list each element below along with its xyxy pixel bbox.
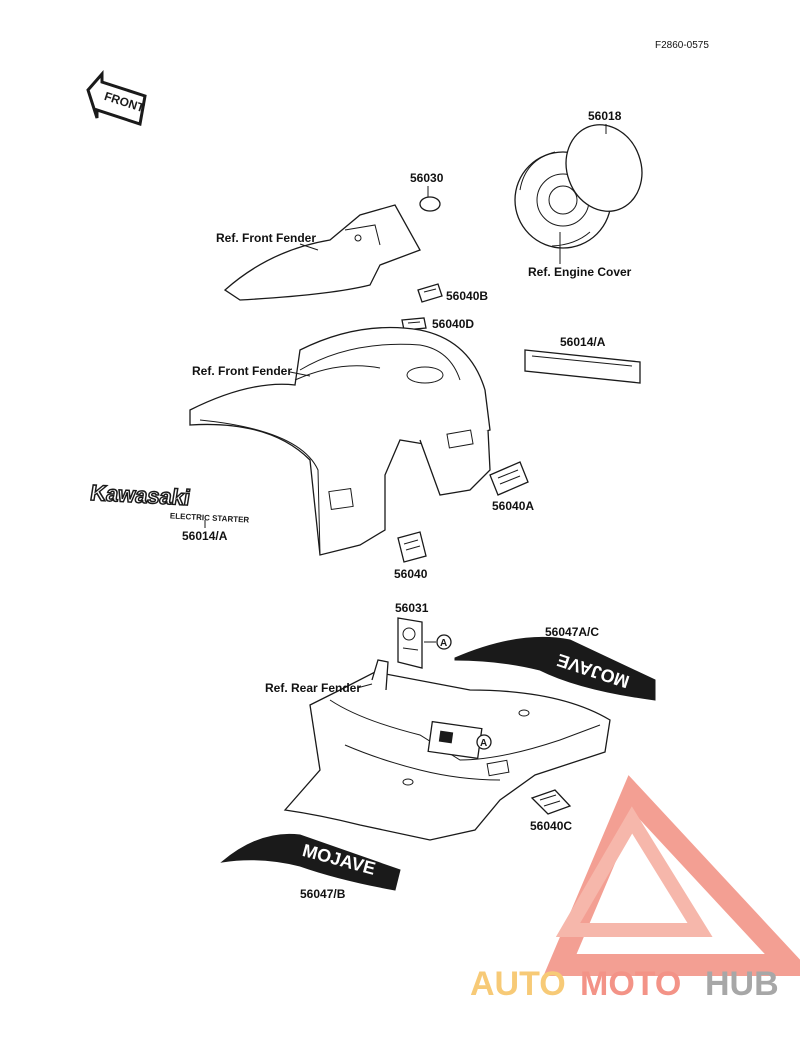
label-56047AC: 56047A/C: [545, 625, 599, 639]
diagram-code: F2860-0575: [655, 40, 709, 51]
label-ref-engine-cover: Ref. Engine Cover: [528, 265, 632, 279]
label-ref-front-fender-top: Ref. Front Fender: [216, 231, 316, 245]
label-56031: 56031: [395, 601, 429, 615]
electric-starter-text: ELECTRIC STARTER: [170, 511, 250, 524]
label-plate-56031: [397, 617, 423, 669]
label-plate-56040C: [530, 789, 572, 815]
label-56014A-left: 56014/A: [182, 529, 228, 543]
automotohub-logo: AUTO MOTO HUB: [470, 775, 800, 1003]
label-ref-rear-fender: Ref. Rear Fender: [265, 681, 361, 695]
label-plate-56040: [397, 531, 427, 563]
label-56040: 56040: [394, 567, 428, 581]
strip-56014A-part: [524, 349, 641, 384]
front-fender-bracket-part: [223, 204, 421, 301]
kawasaki-decal-text: Kawasaki: [89, 480, 192, 510]
rear-fender-part: [283, 659, 611, 841]
front-fender-part: [189, 326, 491, 556]
label-56040D: 56040D: [432, 317, 474, 331]
label-plate-56040A: [489, 461, 529, 496]
watermark-moto: MOTO: [580, 965, 681, 1003]
front-arrow-icon: FRONT: [86, 70, 147, 126]
mojave-decal-lower-part: MOJAVE: [220, 833, 401, 891]
label-56014A-right: 56014/A: [560, 335, 606, 349]
kawasaki-decal-part: Kawasaki ELECTRIC STARTER: [88, 479, 250, 524]
label-plate-56040D: [401, 317, 427, 331]
washer-56030-part: [419, 196, 441, 212]
label-56040C: 56040C: [530, 819, 572, 833]
callout-a-icon: [436, 634, 452, 650]
callout-a2-label: A: [480, 738, 487, 749]
label-56018: 56018: [588, 109, 622, 123]
callout-a2-icon: [476, 734, 492, 750]
label-56040A: 56040A: [492, 499, 534, 513]
label-plate-56040B: [417, 283, 443, 303]
watermark-hub: HUB: [705, 965, 779, 1003]
label-56047B: 56047/B: [300, 887, 346, 901]
label-56040B: 56040B: [446, 289, 488, 303]
watermark-auto: AUTO: [470, 965, 566, 1003]
callout-a-label: A: [440, 638, 447, 649]
label-56030: 56030: [410, 171, 444, 185]
label-ref-front-fender-main: Ref. Front Fender: [192, 364, 292, 378]
disc-56018-part: [565, 124, 643, 212]
